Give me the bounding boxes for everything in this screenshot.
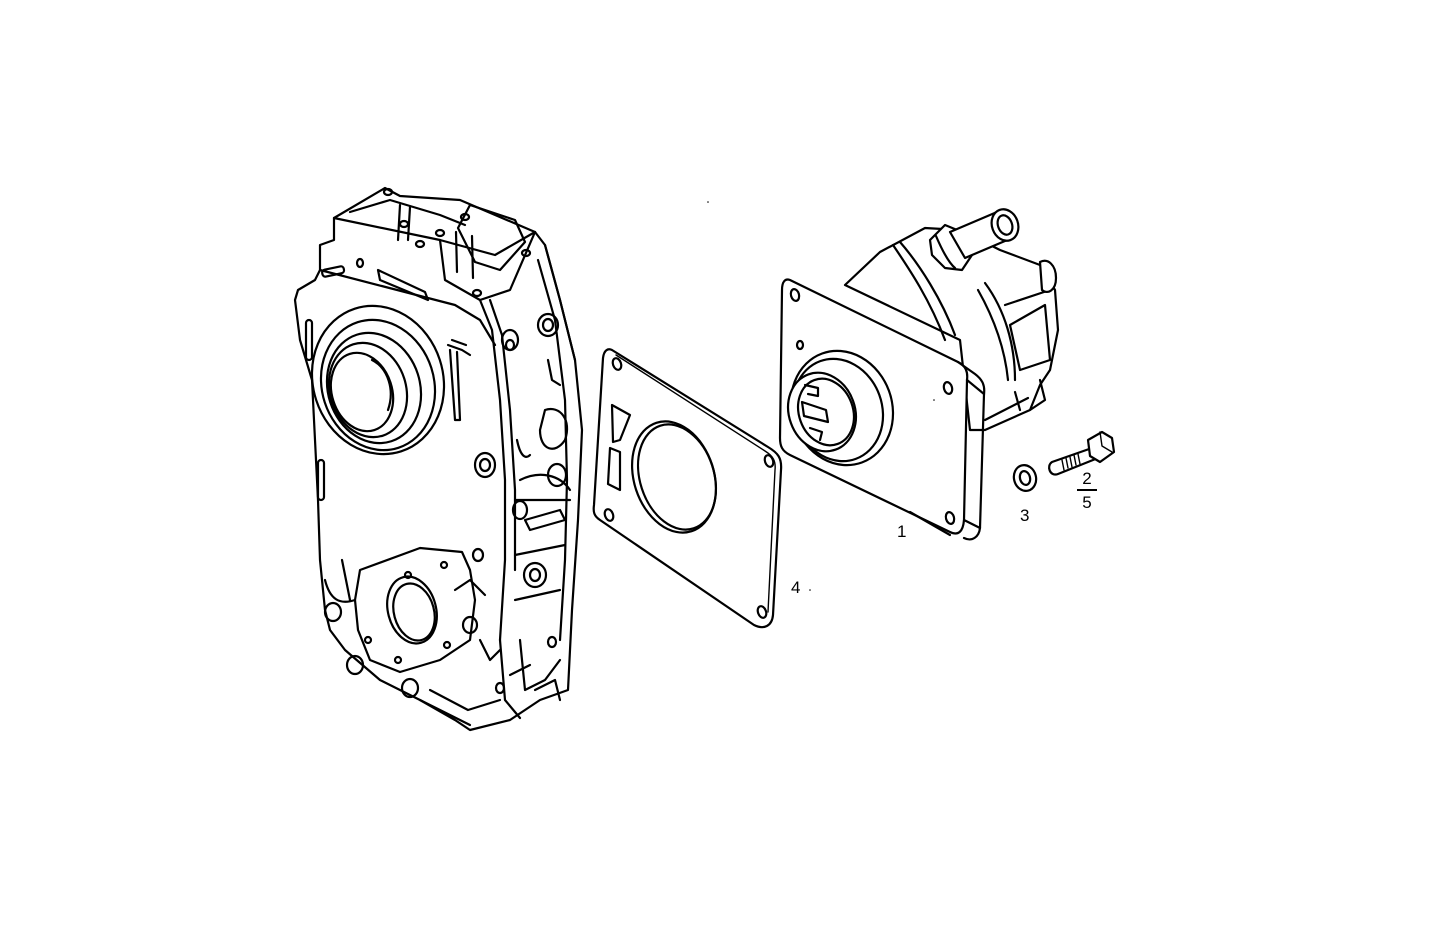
washer[interactable] <box>1011 463 1039 494</box>
callout-bolt-bottom: 5 <box>1082 493 1092 512</box>
callout-washer[interactable]: 3 <box>1020 506 1030 525</box>
hydraulic-pump[interactable] <box>775 206 1060 541</box>
gasket[interactable] <box>592 348 783 629</box>
callout-gasket[interactable]: 4 <box>791 578 801 597</box>
gearbox-housing[interactable] <box>293 186 584 732</box>
callout-divider <box>1077 489 1097 491</box>
leader-line-pump <box>908 510 952 537</box>
callout-pump[interactable]: 1 <box>897 522 907 541</box>
bolt[interactable] <box>1048 430 1116 476</box>
callout-bolt-top: 2 <box>1082 469 1092 488</box>
callout-bolt[interactable]: 2 5 <box>1077 470 1097 511</box>
